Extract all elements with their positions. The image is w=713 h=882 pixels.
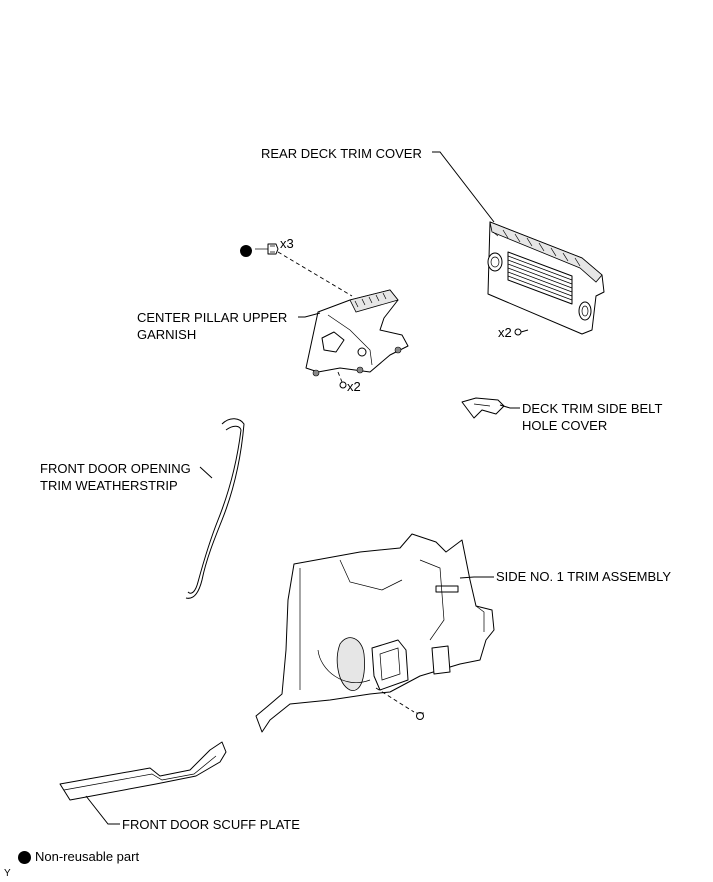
center-pillar-upper-garnish-part: [305, 289, 409, 377]
side-no1-trim-assembly-leader: [459, 576, 494, 579]
garnish-top-clip: [255, 243, 279, 255]
rear-deck-trim-cover-label: REAR DECK TRIM COVER: [261, 146, 422, 161]
front-door-opening-trim-weatherstrip-label-line2: TRIM WEATHERSTRIP: [40, 478, 178, 493]
non-reusable-dot-icon: [18, 850, 31, 864]
center-pillar-upper-garnish-label-line2: GARNISH: [137, 327, 197, 342]
side-no1-trim-assembly-label: SIDE NO. 1 TRIM ASSEMBLY: [496, 569, 672, 584]
deck-trim-side-belt-hole-cover-label-line2: HOLE COVER: [522, 418, 608, 433]
garnish-top-clip-guide: [277, 251, 353, 297]
corner-mark: Y: [4, 868, 11, 879]
front-door-scuff-plate-part: [59, 741, 227, 801]
deck-trim-side-belt-hole-cover-label: DECK TRIM SIDE BELT HOLE COVER: [522, 400, 662, 434]
side-trim-clip-guide: [375, 687, 415, 713]
garnish-bottom-clip-quantity: x2: [347, 379, 361, 394]
side-trim-clip: [416, 712, 424, 720]
garnish-bottom-clip-guide: [337, 371, 343, 383]
rear-deck-trim-cover-leader: [432, 151, 495, 223]
front-door-opening-trim-weatherstrip-leader: [199, 466, 213, 479]
side-no1-trim-assembly-part: [255, 533, 495, 733]
front-door-opening-trim-weatherstrip-label-line1: FRONT DOOR OPENING: [40, 461, 191, 476]
center-pillar-upper-garnish-label-line1: CENTER PILLAR UPPER: [137, 310, 288, 325]
front-door-scuff-plate-label: FRONT DOOR SCUFF PLATE: [122, 817, 300, 832]
deck-trim-side-belt-hole-cover-leader: [499, 404, 520, 409]
legend: Non-reusable part: [18, 849, 139, 865]
center-pillar-upper-garnish-leader: [298, 312, 321, 318]
garnish-top-clip-quantity: x3: [280, 236, 294, 251]
non-reusable-clip-marker: [240, 245, 252, 257]
legend-non-reusable-label: Non-reusable part: [35, 849, 140, 864]
deck-trim-side-belt-hole-cover-label-line1: DECK TRIM SIDE BELT: [522, 401, 663, 416]
deck-cover-clip: [514, 328, 529, 336]
center-pillar-upper-garnish-label: CENTER PILLAR UPPER GARNISH: [137, 309, 287, 343]
deck-cover-clip-quantity: x2: [498, 325, 512, 340]
deck-trim-side-belt-hole-cover-part: [461, 397, 505, 419]
front-door-scuff-plate-leader: [85, 795, 120, 825]
front-door-opening-trim-weatherstrip-label: FRONT DOOR OPENING TRIM WEATHERSTRIP: [40, 460, 191, 494]
rear-deck-trim-cover-vent: [507, 251, 573, 305]
front-door-opening-trim-weatherstrip-part: [185, 418, 245, 599]
garnish-bottom-clip: [339, 381, 347, 389]
rear-deck-trim-cover-part: [487, 221, 605, 335]
